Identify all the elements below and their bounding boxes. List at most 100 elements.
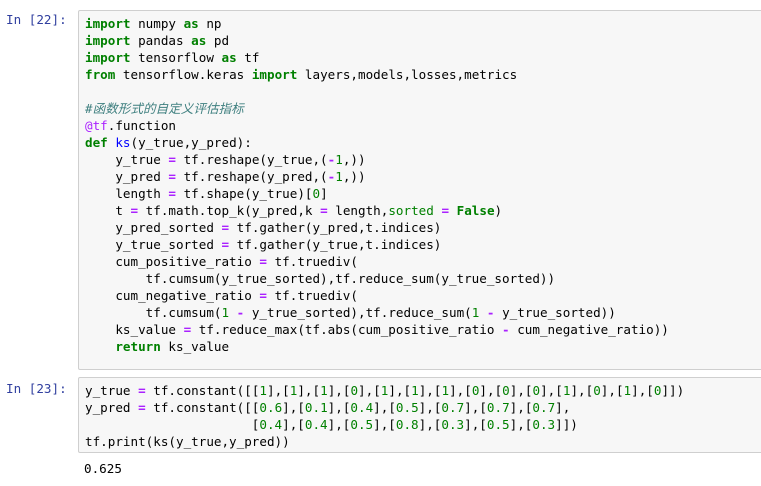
code-token: =	[221, 220, 230, 235]
code-token: 0	[502, 383, 510, 398]
code-token: =	[168, 152, 176, 167]
code-token: 0.6	[259, 400, 283, 415]
code-token: y_true_sorted	[85, 237, 222, 252]
code-token: 0	[350, 383, 359, 398]
code-token: np	[198, 16, 222, 31]
code-token: ],[	[418, 383, 442, 398]
code-token: ],[	[570, 383, 594, 398]
code-token: cum_positive_ratio	[85, 254, 260, 269]
code-token: ]	[320, 186, 328, 201]
code-token: tf	[236, 50, 260, 65]
code-token: tf.truediv(	[266, 288, 358, 303]
code-token: -	[327, 152, 336, 167]
code-token: 1	[380, 383, 389, 398]
code-token: ],[	[464, 400, 487, 415]
code-token: ks	[115, 135, 131, 150]
code-line: import numpy as np	[85, 15, 761, 32]
code-token: 0.5	[350, 417, 374, 432]
code-line: y_true = tf.reshape(y_true,(-1,))	[85, 151, 761, 168]
code-token: ],[	[373, 417, 396, 432]
code-token: tensorflow	[130, 50, 222, 65]
code-token: tf.shape(y_true)[	[176, 186, 313, 201]
code-token: ks_value	[85, 322, 184, 337]
code-token: ks_value	[160, 339, 230, 354]
code-token: def	[85, 135, 108, 150]
code-token: y_pred_sorted	[85, 220, 222, 235]
code-token: ],[	[358, 383, 381, 398]
code-token: tf.cumsum(y_true_sorted),tf.reduce_sum(y…	[85, 271, 556, 286]
code-token: =	[320, 203, 328, 218]
code-token: =	[259, 254, 267, 269]
code-token: ]])	[555, 417, 578, 432]
code-lines-23: y_true = tf.constant([[1],[1],[1],[0],[1…	[85, 382, 761, 450]
code-token: numpy	[130, 16, 184, 31]
code-token: (y_true,y_pred):	[130, 135, 252, 150]
code-token: )	[494, 203, 503, 218]
code-token: y_true_sorted),tf.reduce_sum(	[244, 305, 472, 320]
code-token: tf.gather(y_pred,t.indices)	[229, 220, 442, 235]
code-token: -	[486, 305, 495, 320]
code-token: 0	[532, 383, 541, 398]
code-token: -	[502, 322, 510, 337]
code-editor-23[interactable]: y_true = tf.constant([[1],[1],[1],[0],[1…	[78, 377, 761, 453]
code-token: ],[	[509, 400, 533, 415]
code-token: False	[456, 203, 495, 218]
code-token: t	[85, 203, 131, 218]
code-token: =	[259, 288, 267, 303]
code-token: y_true	[85, 152, 169, 167]
code-token: ],[	[327, 417, 351, 432]
code-token: length,	[327, 203, 389, 218]
code-token: as	[191, 33, 207, 48]
code-token: from	[85, 67, 116, 82]
code-token: 0.5	[395, 400, 419, 415]
code-token: pd	[206, 33, 230, 48]
code-token: 1	[320, 383, 328, 398]
code-token: @tf	[85, 118, 108, 133]
code-line: from tensorflow.keras import layers,mode…	[85, 66, 761, 83]
code-token: 1	[562, 383, 571, 398]
code-token: tf.truediv(	[266, 254, 358, 269]
code-token: 0.1	[304, 400, 328, 415]
code-line	[85, 83, 761, 100]
code-token: ],[	[540, 383, 563, 398]
code-token: tf.reshape(y_true,(	[176, 152, 328, 167]
code-token: ],[	[509, 417, 533, 432]
code-token: tf.math.top_k(y_pred,k	[138, 203, 321, 218]
code-token: ],[	[600, 383, 624, 398]
code-token: 0.7	[532, 400, 556, 415]
code-token: tf.reduce_max(tf.abs(cum_positive_ratio	[191, 322, 503, 337]
code-token	[479, 305, 487, 320]
code-token: 0.8	[395, 417, 419, 432]
code-token: tf.constant([[	[145, 383, 260, 398]
code-line: y_pred_sorted = tf.gather(y_pred,t.indic…	[85, 219, 761, 236]
code-line: def ks(y_true,y_pred):	[85, 134, 761, 151]
code-token: y_pred	[85, 400, 139, 415]
code-token: ],[	[418, 400, 442, 415]
code-line: ks_value = tf.reduce_max(tf.abs(cum_posi…	[85, 321, 761, 338]
code-line: @tf.function	[85, 117, 761, 134]
code-token: ],[	[297, 383, 321, 398]
code-line: [0.4],[0.4],[0.5],[0.8],[0.3],[0.5],[0.3…	[85, 416, 761, 433]
code-token: -	[236, 305, 245, 320]
code-token: ,))	[342, 169, 366, 184]
cell-prompt-22: In [22]:	[6, 12, 67, 27]
code-token: =	[138, 383, 146, 398]
code-line: tf.cumsum(1 - y_true_sorted),tf.reduce_s…	[85, 304, 761, 321]
code-token: ],[	[509, 383, 533, 398]
code-token: as	[221, 50, 237, 65]
code-token: ],[	[282, 400, 305, 415]
code-line: y_pred = tf.constant([[0.6],[0.1],[0.4],…	[85, 399, 761, 416]
code-token: ],[	[418, 417, 442, 432]
code-token: ],[	[373, 400, 396, 415]
code-token: ],[	[479, 383, 503, 398]
code-token: import	[85, 16, 131, 31]
code-token: import	[85, 50, 131, 65]
code-line: cum_positive_ratio = tf.truediv(	[85, 253, 761, 270]
code-token: tf.gather(y_true,t.indices)	[229, 237, 442, 252]
code-token: ],[	[449, 383, 472, 398]
code-token: 0.7	[486, 400, 510, 415]
code-token: 1	[623, 383, 632, 398]
code-token: ]])	[661, 383, 685, 398]
